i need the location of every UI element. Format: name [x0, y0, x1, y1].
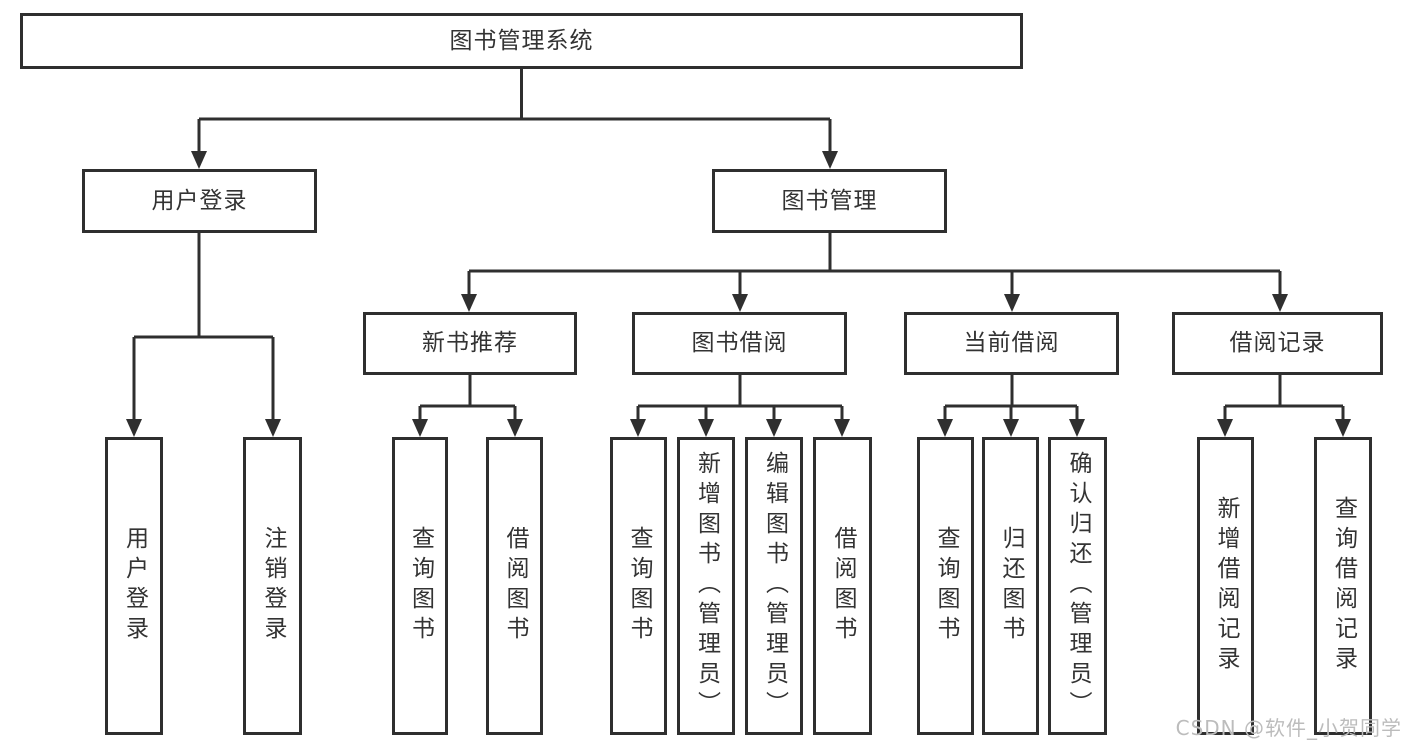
leaf-query-borrow-record: 查询借阅记录 [1314, 437, 1372, 735]
leaf-edit-books-admin: 编辑图书（管理员） [745, 437, 803, 735]
csdn-watermark: CSDN @软件_小贺同学 [1175, 716, 1402, 740]
leaf-return-books: 归还图书 [982, 437, 1039, 735]
leaf-user-login: 用户登录 [105, 437, 163, 735]
leaf-query-books-recommend: 查询图书 [392, 437, 448, 735]
leaf-query-books-borrowing: 查询图书 [610, 437, 667, 735]
section-borrow-records: 借阅记录 [1172, 312, 1383, 375]
section-current-borrowing: 当前借阅 [904, 312, 1119, 375]
leaf-borrow-books-recommend: 借阅图书 [486, 437, 543, 735]
leaf-add-books-admin: 新增图书（管理员） [677, 437, 735, 735]
leaf-confirm-return-admin: 确认归还（管理员） [1048, 437, 1107, 735]
leaf-add-borrow-record: 新增借阅记录 [1197, 437, 1254, 735]
node-root-system: 图书管理系统 [20, 13, 1023, 69]
branch-user-login: 用户登录 [82, 169, 317, 233]
leaf-borrow-books-borrowing: 借阅图书 [813, 437, 872, 735]
leaf-query-books-current: 查询图书 [917, 437, 974, 735]
branch-book-management: 图书管理 [712, 169, 947, 233]
section-new-book-recommend: 新书推荐 [363, 312, 577, 375]
section-book-borrowing: 图书借阅 [632, 312, 847, 375]
leaf-logout: 注销登录 [243, 437, 302, 735]
